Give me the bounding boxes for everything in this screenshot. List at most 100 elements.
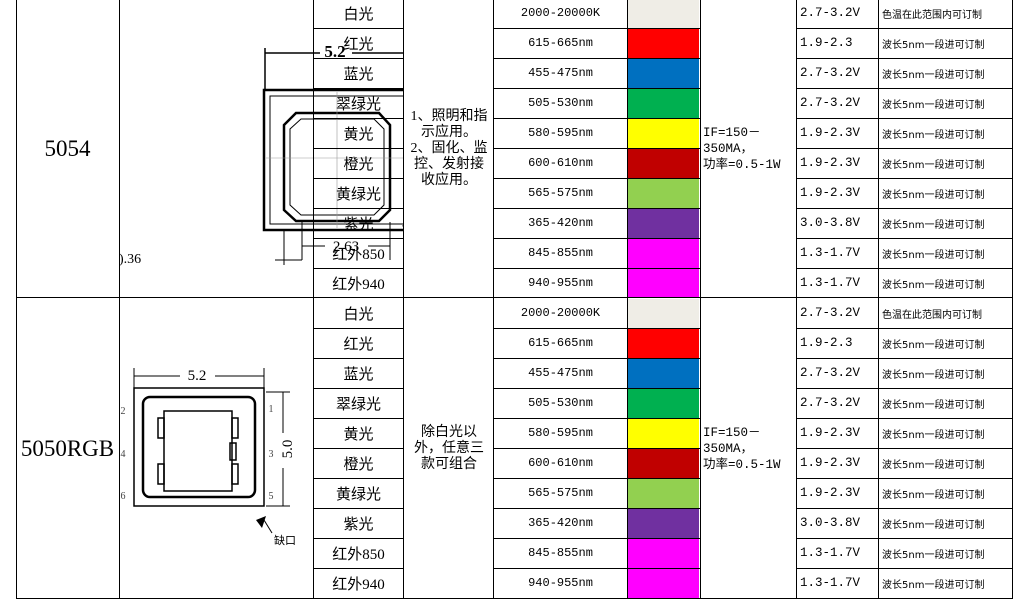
wavelength-range: 615-665nm [528, 36, 593, 50]
forward-voltage: 2.7-3.2V [800, 6, 861, 20]
height-dimension-label: 5.0 [279, 439, 296, 459]
grid-line [313, 268, 403, 269]
custom-note: 波长5nm一段进可订制 [882, 399, 985, 411]
grid-line [796, 478, 1012, 479]
pin-label: 1 [268, 403, 274, 415]
grid-line [796, 568, 1012, 569]
color-swatch [628, 479, 699, 508]
wavelength-range: 565-575nm [528, 186, 593, 200]
forward-voltage: 3.0-3.8V [800, 516, 861, 530]
grid-line [627, 0, 628, 599]
grid-line [796, 208, 1012, 209]
drive-parameters: IF=150－ 350MA， 功率=0.5-1W [703, 126, 781, 172]
light-name: 白光 [343, 306, 374, 323]
pin-label: 6 [120, 490, 126, 502]
grid-line [493, 568, 700, 569]
grid-line [313, 538, 403, 539]
grid-line [796, 388, 1012, 389]
grid-line [493, 478, 700, 479]
grid-line [493, 268, 700, 269]
color-swatch [628, 119, 699, 148]
forward-voltage: 1.9-2.3V [800, 456, 861, 470]
wavelength-range: 845-855nm [528, 546, 593, 560]
wavelength-range: 455-475nm [528, 66, 593, 80]
grid-line [16, 297, 1012, 298]
wavelength-range: 615-665nm [528, 336, 593, 350]
grid-line [796, 238, 1012, 239]
light-name: 橙光 [343, 456, 374, 473]
light-name: 紫光 [343, 216, 374, 233]
grid-line [313, 328, 403, 329]
forward-voltage: 2.7-3.2V [800, 66, 861, 80]
custom-note: 波长5nm一段进可订制 [882, 249, 985, 261]
custom-note: 色温在此范围内可订制 [882, 309, 982, 321]
width-dimension-label: 5.2 [324, 42, 346, 61]
grid-line [313, 238, 403, 239]
wavelength-range: 845-855nm [528, 246, 593, 260]
wavelength-range: 2000-20000K [520, 306, 601, 320]
color-swatch [628, 509, 699, 538]
custom-note: 波长5nm一段进可订制 [882, 189, 985, 201]
grid-line [700, 0, 701, 599]
grid-line [313, 88, 403, 89]
wavelength-range: 580-595nm [528, 126, 593, 140]
grid-line [493, 238, 700, 239]
light-name: 橙光 [343, 156, 374, 173]
wavelength-range: 365-420nm [528, 216, 593, 230]
grid-line [796, 0, 797, 599]
grid-line [493, 418, 700, 419]
forward-voltage: 1.9-2.3V [800, 156, 861, 170]
pin-label: 3 [268, 448, 274, 460]
grid-line [493, 538, 700, 539]
grid-line [796, 58, 1012, 59]
color-swatch [628, 179, 699, 208]
light-name: 翠绿光 [335, 96, 381, 113]
grid-line [796, 28, 1012, 29]
grid-line [313, 28, 403, 29]
grid-line [493, 358, 700, 359]
grid-line [796, 418, 1012, 419]
forward-voltage: 1.9-2.3V [800, 426, 861, 440]
pad-dimension-label: 2.63 [332, 238, 360, 255]
light-name: 蓝光 [343, 366, 374, 383]
grid-line [796, 118, 1012, 119]
wavelength-range: 2000-20000K [520, 6, 601, 20]
grid-line [1012, 0, 1013, 599]
grid-line [313, 568, 403, 569]
custom-note: 波长5nm一段进可订制 [882, 369, 985, 381]
package-drawing-5054 [262, 48, 403, 265]
light-name: 红外850 [332, 546, 385, 563]
grid-line [493, 178, 700, 179]
color-swatch [628, 0, 699, 28]
grid-line [796, 538, 1012, 539]
notch-label: 缺口 [274, 535, 296, 547]
custom-note: 波长5nm一段进可订制 [882, 279, 985, 291]
light-name: 蓝光 [343, 66, 374, 83]
forward-voltage: 2.7-3.2V [800, 366, 861, 380]
forward-voltage: 1.3-1.7V [800, 576, 861, 590]
grid-line [313, 148, 403, 149]
wavelength-range: 580-595nm [528, 426, 593, 440]
custom-note: 波长5nm一段进可订制 [882, 219, 985, 231]
light-name: 黄光 [343, 426, 374, 443]
custom-note: 波长5nm一段进可订制 [882, 339, 985, 351]
light-name: 黄绿光 [335, 186, 381, 203]
wavelength-range: 940-955nm [528, 276, 593, 290]
grid-line [403, 0, 404, 599]
wavelength-range: 455-475nm [528, 366, 593, 380]
light-name: 紫光 [343, 516, 374, 533]
color-swatch [628, 419, 699, 448]
grid-line [493, 508, 700, 509]
color-swatch [628, 389, 699, 418]
grid-line [313, 58, 403, 59]
pin-label: 2 [120, 405, 126, 417]
color-swatch [628, 329, 699, 358]
grid-line [493, 328, 700, 329]
grid-line [313, 508, 403, 509]
light-name: 红光 [343, 336, 374, 353]
color-swatch [628, 269, 699, 298]
grid-line [313, 448, 403, 449]
grid-line [493, 0, 494, 599]
color-swatch [628, 209, 699, 238]
color-swatch [628, 539, 699, 568]
